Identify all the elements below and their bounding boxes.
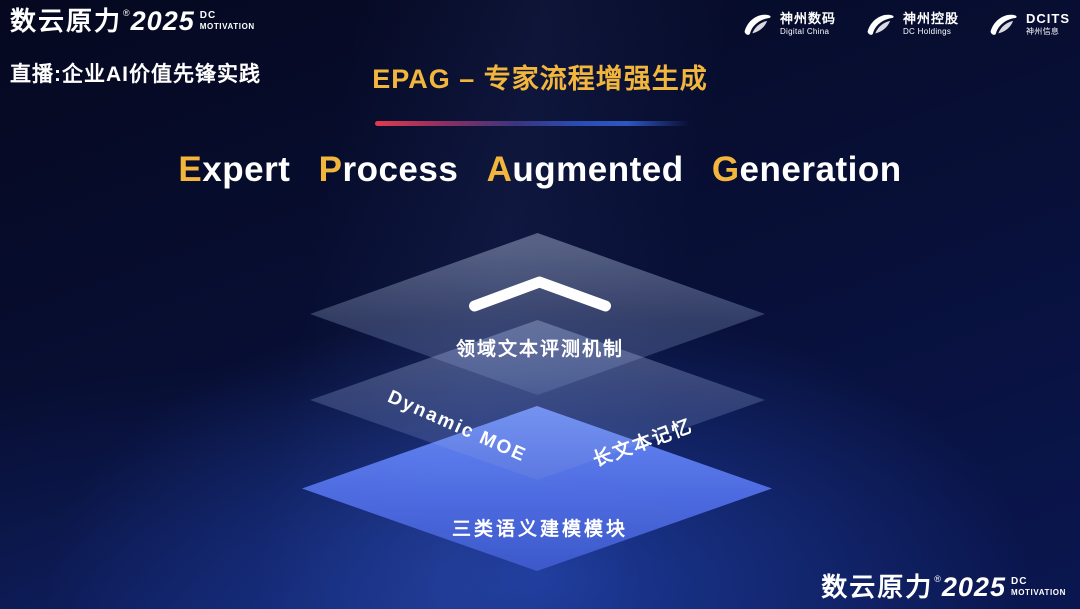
layered-architecture-diagram: 领域文本评测机制 Dynamic MOE 长文本记忆 三类语义建模模块 xyxy=(290,228,790,578)
partner-logo-dcits: DCITS 神州信息 xyxy=(987,10,1070,38)
headline-word: Generation xyxy=(711,150,902,189)
partner-text: 神州控股 DC Holdings xyxy=(903,11,959,36)
dcits-swoosh-icon xyxy=(990,14,1017,35)
live-stream-label: 直播:企业AI价值先锋实践 xyxy=(10,63,261,86)
slide-title: EPAG – 专家流程增强生成 xyxy=(372,64,708,94)
brand-name: 数云原力 xyxy=(821,572,934,602)
brand-logo-top-left: 数云原力®2025 DC MOTIVATION xyxy=(10,8,255,35)
digital-china-swoosh-icon xyxy=(744,14,771,35)
brand-dc-label: DC xyxy=(1010,576,1028,587)
registered-mark: ® xyxy=(123,8,130,18)
partner-text: DCITS 神州信息 xyxy=(1026,11,1070,36)
partner-logo-digital-china: 神州数码 Digital China xyxy=(741,10,836,38)
partner-title: 神州数码 xyxy=(779,11,836,27)
brand-year: 2025 xyxy=(941,572,1006,602)
partner-logo-dc-holdings: 神州控股 DC Holdings xyxy=(864,10,959,38)
brand-motivation-label: MOTIVATION xyxy=(199,21,255,31)
brand-year: 2025 xyxy=(130,6,195,36)
dc-holdings-swoosh-icon xyxy=(867,14,894,35)
partner-subtitle: 神州信息 xyxy=(1026,27,1060,36)
gradient-divider-line xyxy=(375,121,690,126)
headline-word: Expert xyxy=(178,150,291,189)
brand-sub-text: DC MOTIVATION xyxy=(200,10,255,31)
top-layer-label: 领域文本评测机制 xyxy=(455,339,625,360)
partner-text: 神州数码 Digital China xyxy=(780,11,836,36)
brand-dc-label: DC xyxy=(199,10,217,21)
partner-subtitle: DC Holdings xyxy=(902,27,952,36)
headline: Expert Process Augmented Generation xyxy=(0,150,1080,190)
brand-logo-bottom-right: 数云原力®2025 DC MOTIVATION xyxy=(821,574,1066,601)
chevron-up-icon xyxy=(469,276,611,312)
brand-sub-text: DC MOTIVATION xyxy=(1011,576,1066,597)
partner-title: DCITS xyxy=(1026,11,1070,27)
bottom-layer-label: 三类语义建模模块 xyxy=(451,519,629,540)
partner-logos: 神州数码 Digital China 神州控股 DC Holdings DCIT… xyxy=(741,10,1070,38)
headline-word: Augmented xyxy=(486,150,684,189)
partner-subtitle: Digital China xyxy=(779,27,830,36)
brand-name: 数云原力 xyxy=(10,6,123,36)
brand-motivation-label: MOTIVATION xyxy=(1010,587,1066,597)
partner-title: 神州控股 xyxy=(902,11,959,27)
registered-mark: ® xyxy=(934,574,941,584)
headline-word: Process xyxy=(318,150,459,189)
